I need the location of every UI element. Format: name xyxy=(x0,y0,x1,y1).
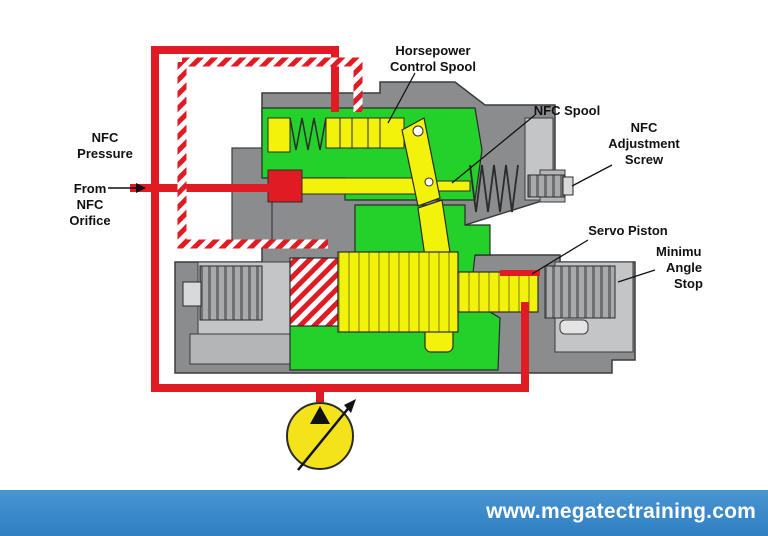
label-nfc-adjust-line1: NFC xyxy=(630,120,658,135)
label-nfc-adjust-line3: Screw xyxy=(624,152,664,167)
nfc-spool xyxy=(267,164,519,213)
nfc-adjustment-screw xyxy=(527,174,574,198)
label-nfc-adjustment-screw: NFC Adjustment Screw xyxy=(596,120,692,168)
label-servo-piston-text: Servo Piston xyxy=(588,223,668,238)
label-from-nfc-line2: NFC xyxy=(76,197,104,212)
label-from-nfc-orifice: From NFC Orifice xyxy=(58,181,122,229)
label-nfc-pressure: NFC Pressure xyxy=(62,130,148,162)
label-min-angle-line3: Stop xyxy=(674,276,703,291)
label-nfc-spool: NFC Spool xyxy=(522,103,612,119)
label-nfc-pressure-line1: NFC xyxy=(91,130,119,145)
pump-symbol xyxy=(286,388,356,471)
label-min-angle-line2: Angle xyxy=(666,260,703,275)
hatched-sensing-line xyxy=(177,57,363,249)
from-nfc-arrow xyxy=(108,183,146,193)
label-minimum-angle-stop: Minimu Angle Stop xyxy=(652,244,768,292)
servo-piston xyxy=(289,251,540,333)
label-nfc-adjust-line2: Adjustment xyxy=(608,136,680,151)
nfc-pressure-lines xyxy=(130,46,529,392)
label-nfc-spool-text: NFC Spool xyxy=(533,103,601,118)
label-nfc-pressure-line2: Pressure xyxy=(77,146,133,161)
callout-leaders xyxy=(387,72,656,283)
label-horsepower-line2: Control Spool xyxy=(390,59,476,74)
label-horsepower-control-spool: Horsepower Control Spool xyxy=(378,43,488,75)
piston-end-screws xyxy=(182,265,616,321)
label-servo-piston: Servo Piston xyxy=(575,223,681,239)
label-from-nfc-line3: Orifice xyxy=(69,213,111,228)
label-horsepower-line1: Horsepower xyxy=(395,43,471,58)
label-min-angle-line1: Minimu xyxy=(656,244,702,259)
footer-banner xyxy=(0,490,768,536)
label-from-nfc-line1: From xyxy=(73,181,107,196)
footer-website-link[interactable]: www.megatectraining.com xyxy=(486,500,756,523)
horsepower-control-spool xyxy=(267,117,405,153)
